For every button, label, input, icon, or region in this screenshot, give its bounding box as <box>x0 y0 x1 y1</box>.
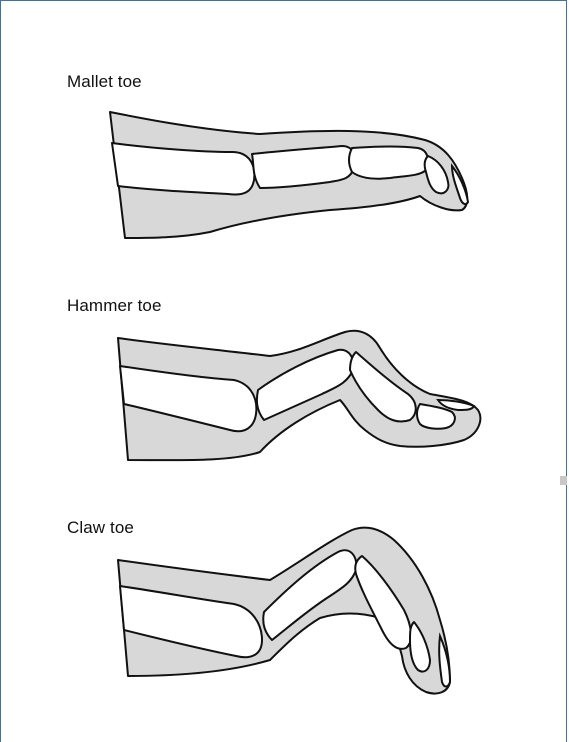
scroll-indicator[interactable] <box>560 476 567 485</box>
